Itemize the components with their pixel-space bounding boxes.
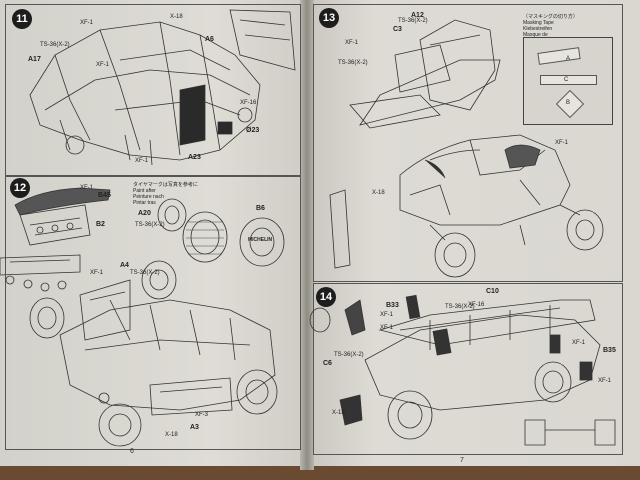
masking-label-a: A xyxy=(566,56,571,62)
paint-label: TS-36(X-2) xyxy=(338,60,368,66)
paint-label: XF-1 xyxy=(380,312,394,318)
masking-tape-c xyxy=(540,75,597,85)
step-12-panel xyxy=(5,176,301,450)
masking-title: （マスキングの切り方） Masking Tape Klebestreifen M… xyxy=(523,14,578,38)
step-11-panel xyxy=(5,4,301,176)
paint-label: XF-1 xyxy=(80,185,94,191)
step-13-number: 13 xyxy=(319,8,339,28)
tire-brand-label: MICHELIN xyxy=(248,237,273,243)
step-11-number: 11 xyxy=(12,9,32,29)
paint-label: X-18 xyxy=(170,14,183,20)
part-label-a17: A17 xyxy=(28,56,41,63)
paint-label: XF-1 xyxy=(135,158,149,164)
paint-label: X-18 xyxy=(332,410,345,416)
paint-label: TS-36(X-2) xyxy=(130,270,160,276)
part-label-a20: A20 xyxy=(138,210,151,217)
paint-label: XF-1 xyxy=(380,325,394,331)
page-number-right: 7 xyxy=(460,457,464,464)
part-label-a23: A23 xyxy=(188,154,201,161)
part-label-b2: B2 xyxy=(96,221,105,228)
step-12-number: 12 xyxy=(10,178,30,198)
paint-label: XF-1 xyxy=(555,140,569,146)
part-label-c6: C6 xyxy=(323,360,332,367)
masking-label-b: B xyxy=(566,100,571,106)
part-label-b6: B6 xyxy=(256,205,265,212)
paint-label: TS-36(X-2) xyxy=(135,222,165,228)
paint-label: X-18 xyxy=(372,190,385,196)
part-label-c3: C3 xyxy=(393,26,402,33)
paint-label: XF-1 xyxy=(96,62,110,68)
paint-label: TS-36(X-2) xyxy=(334,352,364,358)
part-label-b23: Ø23 xyxy=(246,127,260,134)
paint-label: TS-36(X-2) xyxy=(40,42,70,48)
part-label-b35: B35 xyxy=(603,347,616,354)
step-14-number: 14 xyxy=(316,287,336,307)
paint-label: XF-16 xyxy=(240,100,257,106)
paint-label: XF-1 xyxy=(80,20,94,26)
book-gutter xyxy=(300,0,314,470)
step-14-panel xyxy=(313,283,623,455)
part-label-a3: A3 xyxy=(190,424,199,431)
masking-label-c: C xyxy=(564,77,569,83)
paint-label: XF-1 xyxy=(345,40,359,46)
paint-label: XF-1 xyxy=(598,378,612,384)
paint-label: XF-3 xyxy=(195,412,209,418)
part-label-b33: B33 xyxy=(386,302,399,309)
paint-label: TS-36(X-2) xyxy=(445,304,475,310)
part-label-a6: A6 xyxy=(205,36,214,43)
step-13-panel xyxy=(313,4,623,282)
paint-label: XF-1 xyxy=(572,340,586,346)
part-label-a12: A12 xyxy=(411,12,424,19)
part-label-b45: B45 xyxy=(98,192,111,199)
paint-label: XF-16 xyxy=(468,302,485,308)
part-label-c10: C10 xyxy=(486,288,499,295)
paint-label: XF-1 xyxy=(90,270,104,276)
tire-note: タイヤマークは写真を参考に Paint after Peinture nach … xyxy=(133,182,198,206)
page-number-left: 6 xyxy=(130,448,134,455)
part-label-a4: A4 xyxy=(120,262,129,269)
paint-label: X-18 xyxy=(165,432,178,438)
paint-label: TS-36(X-2) xyxy=(398,18,428,24)
